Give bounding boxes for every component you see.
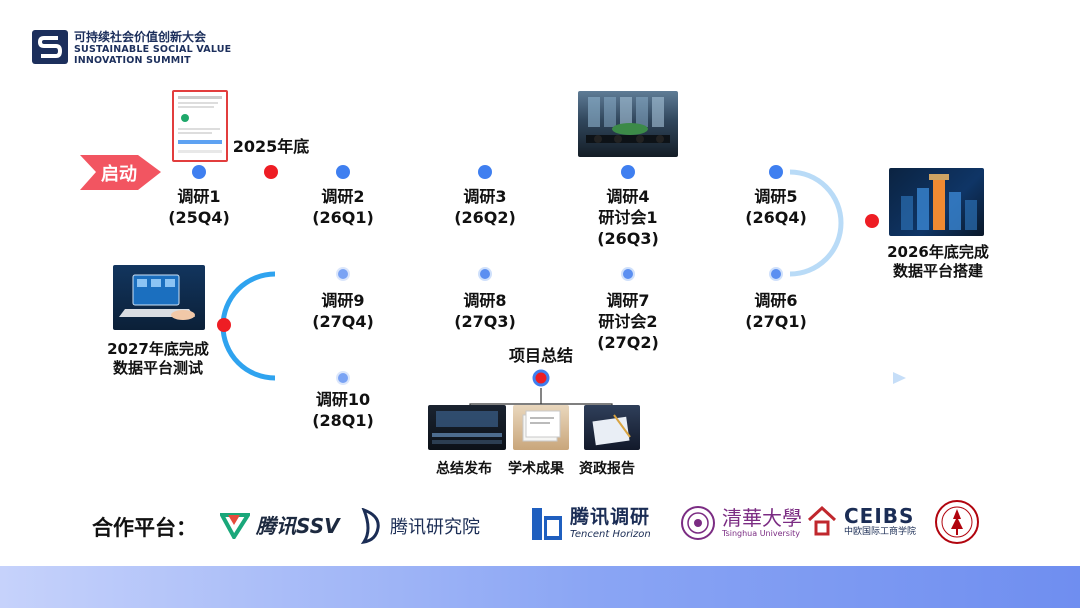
station-label-5: 调研5(26Q4) — [745, 187, 807, 227]
station-dot-6 — [769, 267, 783, 281]
stanford-seal-icon — [935, 500, 979, 544]
milestone-dot-2027 — [217, 318, 231, 332]
summit-title-en-line1: SUSTAINABLE SOCIAL VALUE — [74, 44, 232, 55]
summary-dot — [532, 369, 550, 387]
start-arrow — [80, 155, 161, 190]
tsinghua-seal-icon — [681, 506, 715, 540]
station-dot-10 — [336, 371, 350, 385]
output-caption-release: 总结发布 — [436, 461, 492, 477]
ceibs-logo: CEIBS 中欧国际工商学院 — [806, 504, 916, 538]
station-label-2: 调研2(26Q1) — [312, 187, 374, 227]
station-dot-8 — [478, 267, 492, 281]
start-label: 启动 — [101, 164, 137, 185]
output-caption-academic: 学术成果 — [508, 461, 564, 477]
survey-form-image — [172, 90, 228, 162]
milestone-label-2026: 2026年底完成数据平台搭建 — [887, 243, 989, 280]
laptop-photo — [113, 265, 205, 330]
research-institute-icon — [360, 508, 380, 544]
station-label-8: 调研8(27Q3) — [454, 291, 516, 331]
station-dot-9 — [336, 267, 350, 281]
summit-logo-icon — [32, 30, 68, 64]
station-dot-3 — [478, 165, 492, 179]
station-label-6: 调研6(27Q1) — [745, 291, 807, 331]
station-label-10: 调研10(28Q1) — [312, 390, 374, 430]
station-label-9: 调研9(27Q4) — [312, 291, 374, 331]
tencent-ssv-logo: 腾讯SSV — [220, 510, 340, 539]
horizon-icon — [532, 508, 562, 540]
summit-title-cn: 可持续社会价值创新大会 — [74, 30, 207, 44]
partners-label: 合作平台： — [92, 516, 197, 540]
academic-output-photo — [513, 405, 569, 450]
ssv-mini-icon — [181, 114, 189, 122]
ceibs-icon — [807, 505, 837, 536]
workshop-photo — [578, 91, 678, 157]
station-dot-1 — [192, 165, 206, 179]
tencent-horizon-logo: 腾讯调研 Tencent Horizon — [530, 506, 651, 542]
station-dot-2 — [336, 165, 350, 179]
summary-release-photo — [428, 405, 506, 450]
output-caption-report: 资政报告 — [579, 461, 635, 477]
station-label-1: 调研1(25Q4) — [168, 187, 230, 227]
station-dot-5 — [769, 165, 783, 179]
station-dot-7 — [621, 267, 635, 281]
summit-title-en-line2: INNOVATION SUMMIT — [74, 55, 191, 66]
tsinghua-logo: 清華大學 Tsinghua University — [680, 505, 802, 541]
data-cubes-image — [889, 168, 984, 236]
bottom-gradient-bar — [0, 566, 1080, 608]
ssv-icon — [220, 512, 250, 539]
milestone-dot-2025 — [264, 165, 278, 179]
summary-label: 项目总结 — [508, 346, 574, 365]
station-label-3: 调研3(26Q2) — [454, 187, 516, 227]
milestone-label-2027: 2027年底完成数据平台测试 — [107, 340, 209, 377]
milestone-label-2025: 2025年底 — [232, 137, 310, 156]
stanford-seal-logo — [934, 499, 980, 545]
policy-report-photo — [584, 405, 640, 450]
tencent-research-institute-logo: 腾讯研究院 — [358, 508, 480, 544]
station-dot-4 — [621, 165, 635, 179]
milestone-dot-2026 — [865, 214, 879, 228]
